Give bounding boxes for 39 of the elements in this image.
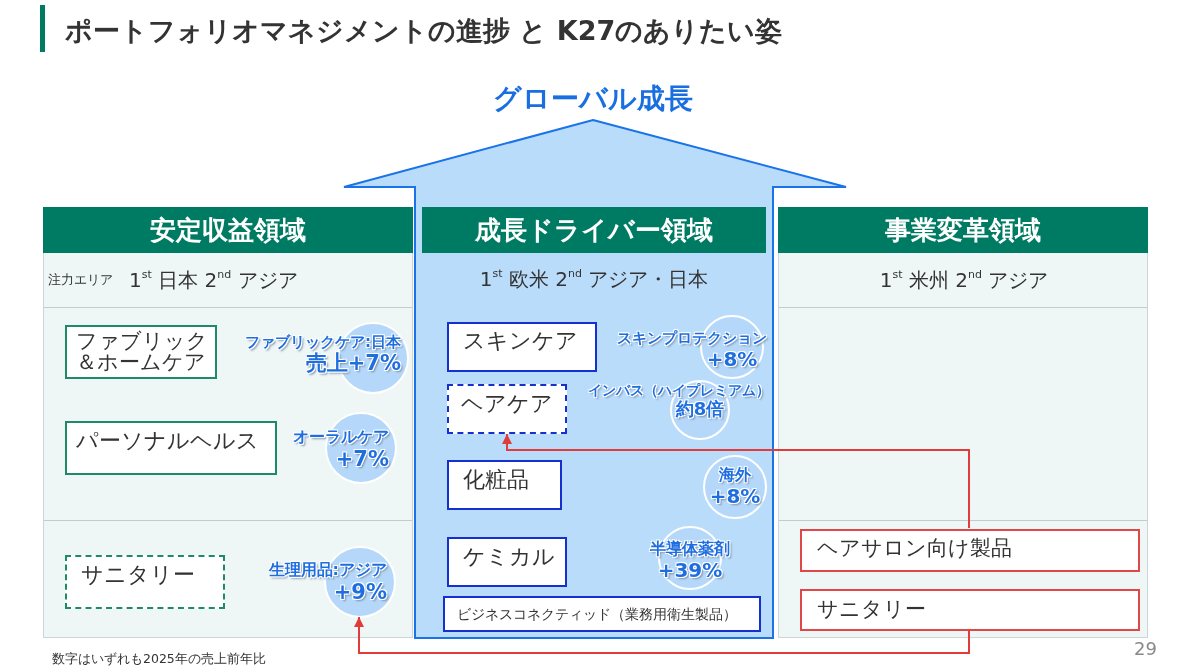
highlight-value: +8% <box>706 349 758 370</box>
column-header: 成長ドライバー領域 <box>422 207 766 253</box>
category-box: 化粧品 <box>447 460 562 510</box>
category-box: スキンケア <box>447 322 597 372</box>
highlight-label: ファブリックケア:日本 <box>245 335 401 351</box>
connector-arrow <box>354 616 970 654</box>
highlight-label: インバス（ハイプレミアム） <box>588 383 770 398</box>
highlight-label: スキンプロテクション <box>617 331 767 347</box>
category-box: ファブリック＆ホームケア <box>65 325 217 379</box>
category-box: パーソナルヘルス <box>65 421 277 475</box>
column-header: 安定収益領域 <box>43 207 413 253</box>
highlight-value: 約8倍 <box>675 400 725 419</box>
arrow-heading: グローバル成長 <box>492 82 694 116</box>
column-header: 事業変革領域 <box>778 207 1148 253</box>
category-box: サニタリー <box>65 555 225 609</box>
focus-area-text: 1$^{st}$ 日本 2$^{nd}$ アジア <box>129 267 298 293</box>
focus-area-text: 1$^{st}$ 欧米 2$^{nd}$ アジア・日本 <box>479 266 709 292</box>
highlight-value: 売上+7% <box>305 352 401 375</box>
focus-area-text: 1$^{st}$ 米州 2$^{nd}$ アジア <box>879 267 1049 293</box>
highlight-value: +39% <box>657 560 723 581</box>
row-label: 注力エリア <box>48 273 113 288</box>
highlight-label: オーラルケア <box>293 429 389 446</box>
category-box: ケミカル <box>447 537 567 587</box>
column-panel <box>778 207 1148 638</box>
slide-title: ポートフォリオマネジメントの進捗 と K27のありたい姿 <box>65 14 783 48</box>
footnote: 数字はいずれも2025年の売上前年比 <box>52 652 266 667</box>
highlight-value: +7% <box>335 448 389 471</box>
connector-arrow <box>502 433 970 529</box>
category-box: ヘアケア <box>447 384 567 434</box>
page-number: 29 <box>1134 639 1157 660</box>
highlight-label: 生理用品:アジア <box>268 562 387 579</box>
highlight-value: +8% <box>709 486 761 507</box>
highlight-label: 半導体薬剤 <box>650 541 730 558</box>
highlight-label: 海外 <box>719 467 751 484</box>
category-box: ビジネスコネクティッド（業務用衛生製品） <box>443 596 761 632</box>
category-box: サニタリー <box>800 589 1140 631</box>
highlight-value: +9% <box>333 581 387 604</box>
column-panel <box>43 207 413 638</box>
category-box: ヘアサロン向け製品 <box>800 529 1140 572</box>
